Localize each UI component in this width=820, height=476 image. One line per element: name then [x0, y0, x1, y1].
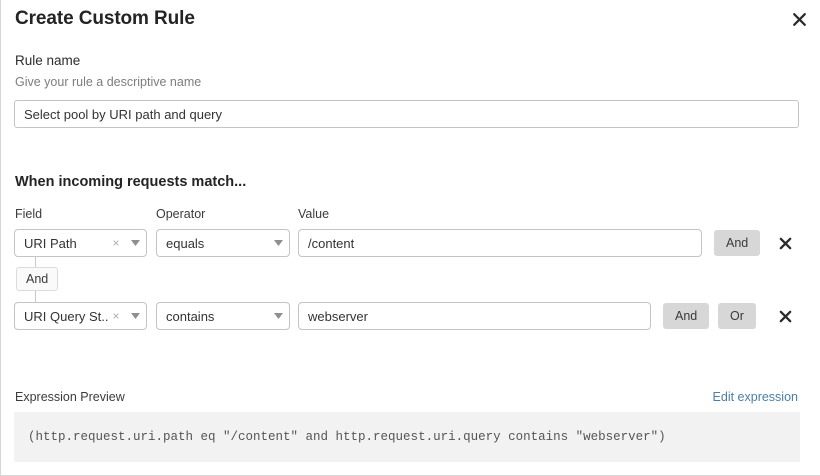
rule-name-input[interactable]: [14, 100, 799, 128]
operator-select-1[interactable]: equals: [156, 229, 290, 257]
edit-expression-link[interactable]: Edit expression: [712, 390, 798, 404]
expression-preview-label: Expression Preview: [15, 390, 125, 404]
column-label-field: Field: [15, 207, 43, 221]
operator-select-label-2: contains: [166, 308, 215, 324]
dialog-title: Create Custom Rule: [15, 8, 195, 29]
or-button-2[interactable]: Or: [718, 303, 756, 329]
conditions-heading: When incoming requests match...: [15, 174, 247, 190]
connector-and-chip[interactable]: And: [16, 267, 59, 291]
close-icon[interactable]: [787, 7, 811, 31]
expression-preview-box: (http.request.uri.path eq "/content" and…: [14, 412, 800, 462]
and-button-2[interactable]: And: [663, 303, 710, 329]
column-label-value: Value: [298, 207, 330, 221]
clear-x-icon[interactable]: ×: [112, 236, 120, 250]
field-select-label-1: URI Path: [24, 235, 77, 251]
expression-preview-text: (http.request.uri.path eq "/content" and…: [28, 430, 666, 444]
delete-condition-icon-2[interactable]: [773, 304, 797, 328]
chevron-down-icon[interactable]: [124, 313, 146, 319]
rule-name-hint: Give your rule a descriptive name: [15, 75, 202, 89]
connector-line-top: [35, 257, 36, 267]
field-select-label-2: URI Query St...: [24, 308, 108, 324]
field-select-2[interactable]: URI Query St... ×: [14, 302, 147, 330]
value-input-1[interactable]: [298, 229, 702, 257]
delete-condition-icon-1[interactable]: [773, 231, 797, 255]
value-input-2[interactable]: [298, 302, 651, 330]
rule-name-label: Rule name: [15, 53, 81, 68]
connector-line-bottom: [35, 291, 36, 302]
chevron-down-icon[interactable]: [124, 240, 146, 246]
column-label-operator: Operator: [156, 207, 206, 221]
and-button-1[interactable]: And: [714, 230, 761, 256]
clear-x-icon[interactable]: ×: [112, 309, 120, 323]
operator-select-2[interactable]: contains: [156, 302, 290, 330]
operator-select-label-1: equals: [166, 235, 205, 251]
field-select-1[interactable]: URI Path ×: [14, 229, 147, 257]
chevron-down-icon[interactable]: [267, 313, 289, 319]
chevron-down-icon[interactable]: [267, 240, 289, 246]
